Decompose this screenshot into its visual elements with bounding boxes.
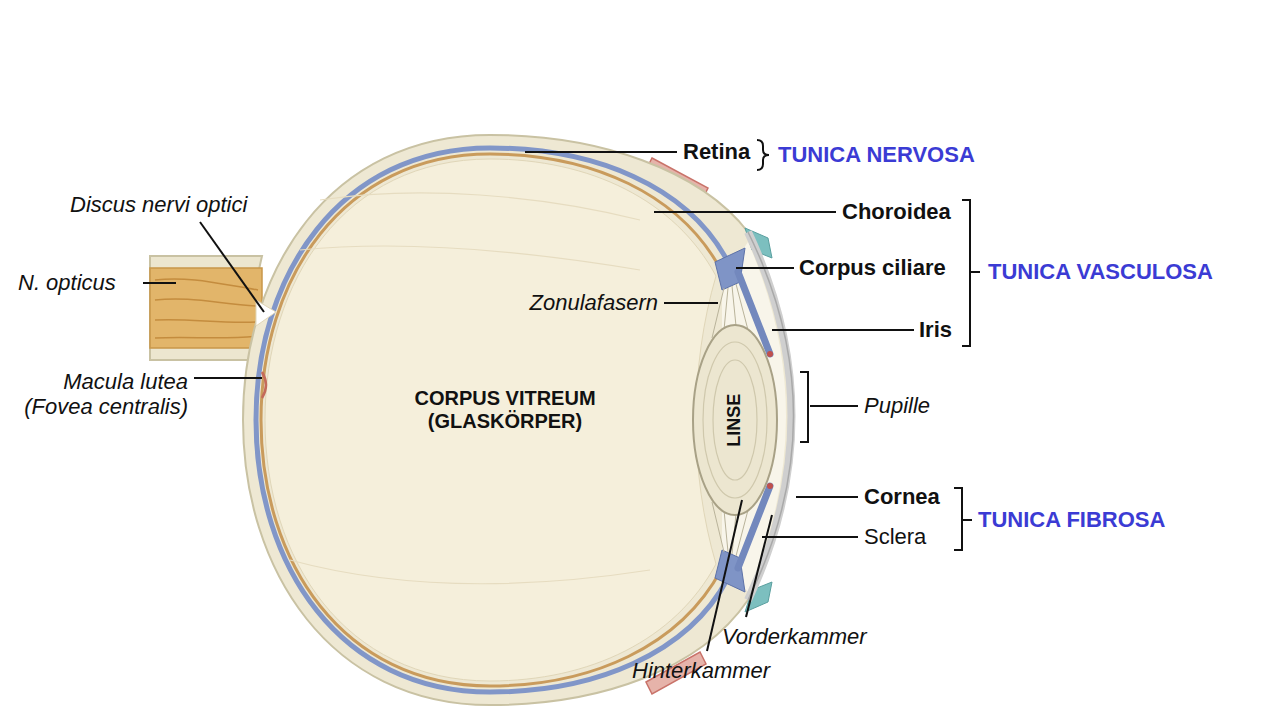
part-label: Corpus ciliare: [799, 255, 946, 280]
lens-ring: [703, 342, 767, 498]
layer-label: TUNICA VASCULOSA: [988, 259, 1213, 284]
leader-line: [654, 211, 836, 213]
leader-line: [200, 222, 264, 312]
part-label: Vorderkammer: [722, 624, 867, 649]
optic-nerve: [150, 268, 262, 348]
leader-line: [664, 302, 718, 304]
part-label: Cornea: [864, 484, 940, 509]
part-label: Hinterkammer: [632, 658, 770, 683]
part-label: Discus nervi optici: [70, 192, 247, 217]
leader-line: [194, 377, 262, 379]
leader-lines: [143, 152, 914, 651]
macula: [262, 372, 266, 398]
leader-line: [796, 496, 858, 498]
vitreous-body: [265, 159, 716, 681]
leader-line: [525, 151, 677, 153]
part-label: Pupille: [864, 393, 930, 418]
layer-label: TUNICA FIBROSA: [978, 507, 1165, 532]
lens: [693, 325, 777, 515]
square-bracket: [954, 488, 972, 550]
leader-line: [736, 267, 794, 269]
nerve-fibres: [155, 279, 258, 338]
brackets: [757, 140, 980, 550]
part-label: Macula lutea (Fovea centralis): [2, 369, 188, 420]
retina: [261, 154, 721, 686]
part-label: Zonulafasern: [530, 290, 658, 315]
part-label: Sclera: [864, 524, 926, 549]
iris-margin: [767, 351, 773, 357]
region-label: CORPUS VITREUM (GLASKÖRPER): [405, 387, 605, 433]
part-label: Choroidea: [842, 199, 951, 224]
leader-line: [143, 282, 176, 284]
part-label: Iris: [919, 317, 952, 342]
square-bracket: [962, 200, 980, 346]
leader-line: [810, 405, 858, 407]
layer-label: TUNICA NERVOSA: [778, 142, 975, 167]
choroid: [256, 148, 728, 692]
curly-bracket: [757, 140, 769, 170]
part-label: Retina: [683, 139, 750, 164]
sclera: [243, 135, 792, 705]
leader-line: [762, 536, 858, 538]
iris-margin: [767, 483, 773, 489]
lens-ring: [713, 360, 757, 480]
leader-line: [746, 515, 772, 617]
part-label: N. opticus: [18, 270, 116, 295]
square-bracket: [800, 372, 808, 442]
vitreous-streaks: [290, 193, 650, 584]
leader-line: [772, 329, 914, 331]
lens-label: LINSE: [725, 390, 746, 449]
nerve-sheath: [150, 256, 262, 360]
